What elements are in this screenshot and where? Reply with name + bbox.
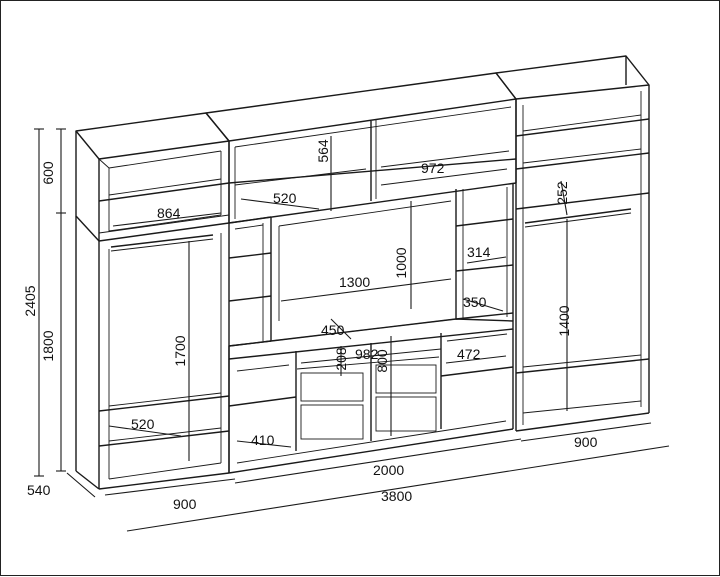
label-right-hanging: 1400: [556, 305, 572, 336]
label-right-gap: 252: [554, 181, 570, 205]
label-center-right-low: 350: [463, 294, 487, 310]
drawer-right-lower: [375, 396, 437, 432]
left-top-side: [75, 131, 100, 242]
drawer-left-lower: [300, 404, 364, 440]
label-center-left-width: 410: [251, 432, 275, 448]
label-drawer-width: 982: [355, 346, 379, 362]
label-right-width: 900: [574, 434, 598, 450]
label-top-depth: 520: [273, 190, 297, 206]
dimension-labels: 2405 600 1800 540 900 2000 900 3800 864 …: [22, 139, 598, 512]
label-depth: 540: [27, 482, 51, 498]
label-center-right-shelf: 314: [467, 244, 491, 260]
left-wardrobe: [75, 112, 230, 490]
label-total-width: 3800: [381, 488, 412, 504]
drawer-right-upper: [375, 364, 437, 394]
label-top-height-center: 564: [315, 139, 331, 163]
center-lower-section: [228, 183, 514, 474]
label-total-height: 2405: [22, 285, 38, 316]
label-tv-height: 1000: [393, 247, 409, 278]
drawer-left-upper: [300, 372, 364, 402]
center-top-lid: [205, 72, 517, 142]
label-drawer-height: 208: [333, 347, 349, 371]
label-drawer-unit-height: 800: [374, 349, 390, 373]
label-top-right-width: 972: [421, 160, 445, 176]
label-tv-width: 1300: [339, 274, 370, 290]
label-left-width: 900: [173, 496, 197, 512]
label-top-height: 600: [40, 161, 56, 185]
label-center-right-width: 472: [457, 346, 481, 362]
label-lower-height: 1800: [40, 330, 56, 361]
right-wardrobe: [495, 55, 650, 432]
label-left-shelf: 864: [157, 205, 181, 221]
label-left-low-shelf: 520: [131, 416, 155, 432]
dimension-lines: [34, 128, 670, 532]
label-left-hanging: 1700: [172, 335, 188, 366]
label-tv-shelf-depth: 450: [321, 322, 345, 338]
left-top-lid: [75, 112, 230, 160]
label-center-width: 2000: [373, 462, 404, 478]
